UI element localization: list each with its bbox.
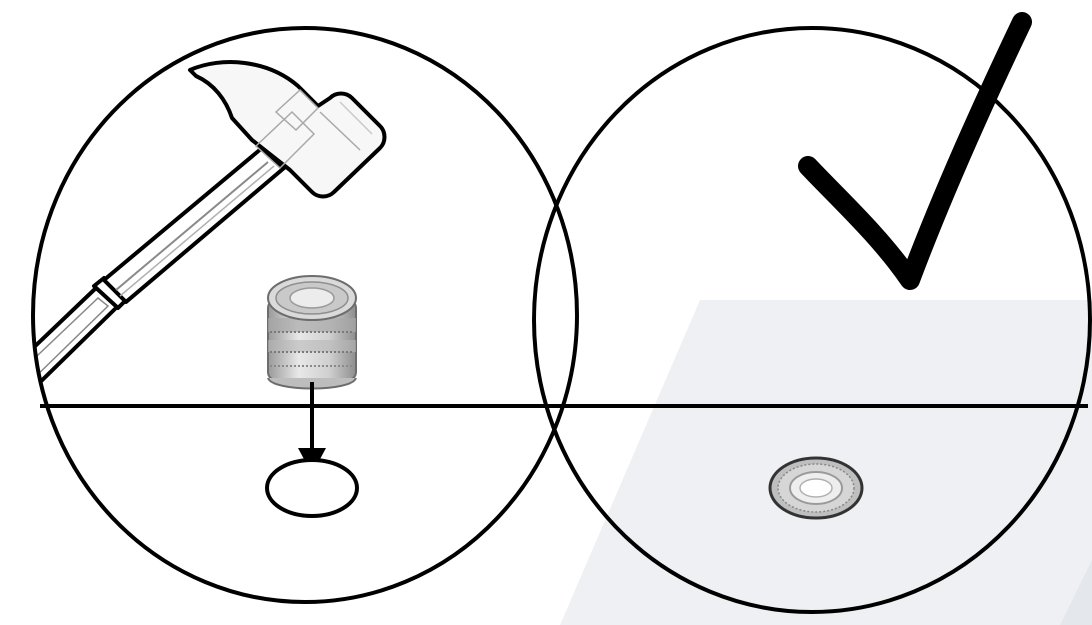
- before-circle-outline: [31, 26, 579, 604]
- empty-hole: [265, 458, 359, 518]
- hammer-icon: [33, 60, 387, 394]
- installed-insert-icon: [768, 456, 864, 520]
- after-circle-outline: [532, 26, 1092, 614]
- panel-before: [33, 60, 387, 518]
- check-mark-icon: [798, 12, 1032, 290]
- threaded-insert-icon: [267, 275, 357, 390]
